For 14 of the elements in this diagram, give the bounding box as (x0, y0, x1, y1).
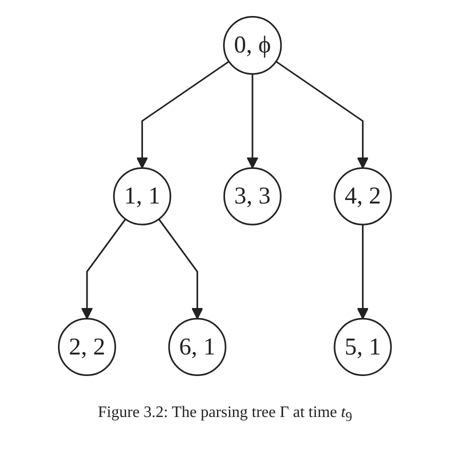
arrow (81, 218, 126, 320)
node-circle: 0, ϕ (223, 16, 282, 75)
figure-caption: Figure 3.2: The parsing tree Γ at time t$_{9}$ (98, 404, 352, 426)
arrow (356, 224, 369, 320)
arrow (276, 60, 369, 169)
node-circle: 4, 2 (334, 167, 392, 226)
node-circle: 1, 1 (113, 167, 172, 226)
arrow (136, 60, 230, 169)
arrow (246, 74, 258, 169)
node-circle: 3, 3 (224, 167, 282, 226)
node-circle: 6, 1 (168, 318, 226, 376)
arrow (158, 218, 204, 320)
node-circle: 5, 1 (334, 318, 392, 376)
node-circle: 2, 2 (58, 318, 116, 376)
